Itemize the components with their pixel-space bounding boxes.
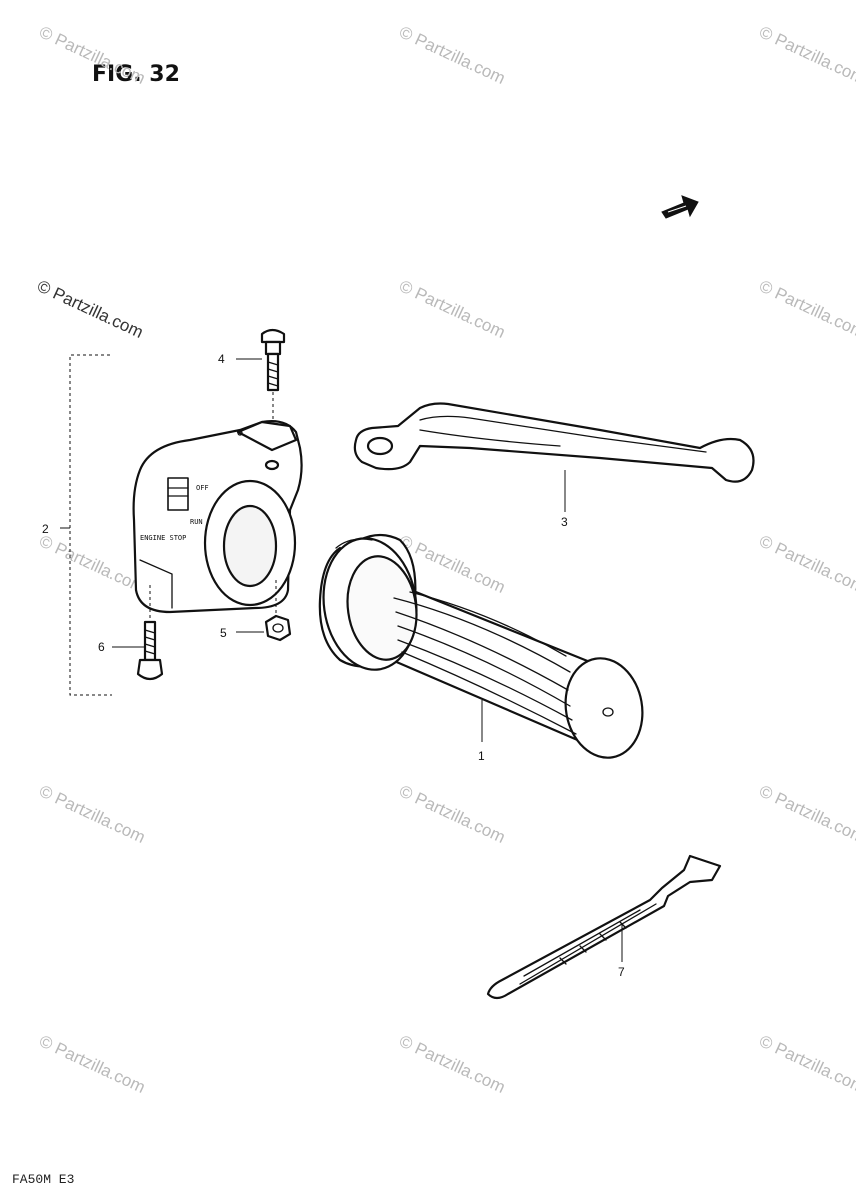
assembly-bracket bbox=[60, 354, 112, 696]
watermark: © Partzilla.com bbox=[396, 781, 508, 847]
watermark: © Partzilla.com bbox=[34, 276, 146, 342]
model-code: FA50M E3 bbox=[12, 1172, 75, 1187]
watermark: © Partzilla.com bbox=[396, 22, 508, 88]
watermark: © Partzilla.com bbox=[756, 276, 856, 342]
callout-2: 2 bbox=[42, 522, 49, 536]
watermark: © Partzilla.com bbox=[36, 22, 148, 88]
watermark: © Partzilla.com bbox=[756, 1031, 856, 1097]
watermark: © Partzilla.com bbox=[756, 781, 856, 847]
callout-4: 4 bbox=[218, 352, 225, 366]
watermark: © Partzilla.com bbox=[36, 781, 148, 847]
figure-title: FIG. 32 bbox=[92, 62, 180, 87]
callout-1: 1 bbox=[478, 749, 485, 763]
watermark: © Partzilla.com bbox=[396, 1031, 508, 1097]
watermark: © Partzilla.com bbox=[756, 531, 856, 597]
nut-part-5 bbox=[236, 580, 292, 642]
lever-part-3 bbox=[353, 402, 755, 512]
grip-part-1 bbox=[318, 533, 644, 759]
watermark: © Partzilla.com bbox=[36, 531, 148, 597]
callout-5: 5 bbox=[220, 626, 227, 640]
callout-3: 3 bbox=[561, 515, 568, 529]
switch-engine-stop-label: ENGINE STOP bbox=[140, 534, 186, 542]
watermark: © Partzilla.com bbox=[36, 1031, 148, 1097]
callout-6: 6 bbox=[98, 640, 105, 654]
direction-arrow-icon bbox=[661, 195, 699, 219]
cable-tie-part-7 bbox=[486, 854, 722, 1000]
engine-stop-switch-part-2: OFF RUN ENGINE STOP bbox=[132, 420, 303, 614]
callout-7: 7 bbox=[618, 965, 625, 979]
watermark: © Partzilla.com bbox=[396, 276, 508, 342]
switch-run-label: RUN bbox=[190, 518, 203, 526]
watermark: © Partzilla.com bbox=[756, 22, 856, 88]
screw-part-6 bbox=[112, 585, 164, 681]
switch-off-label: OFF bbox=[196, 484, 209, 492]
